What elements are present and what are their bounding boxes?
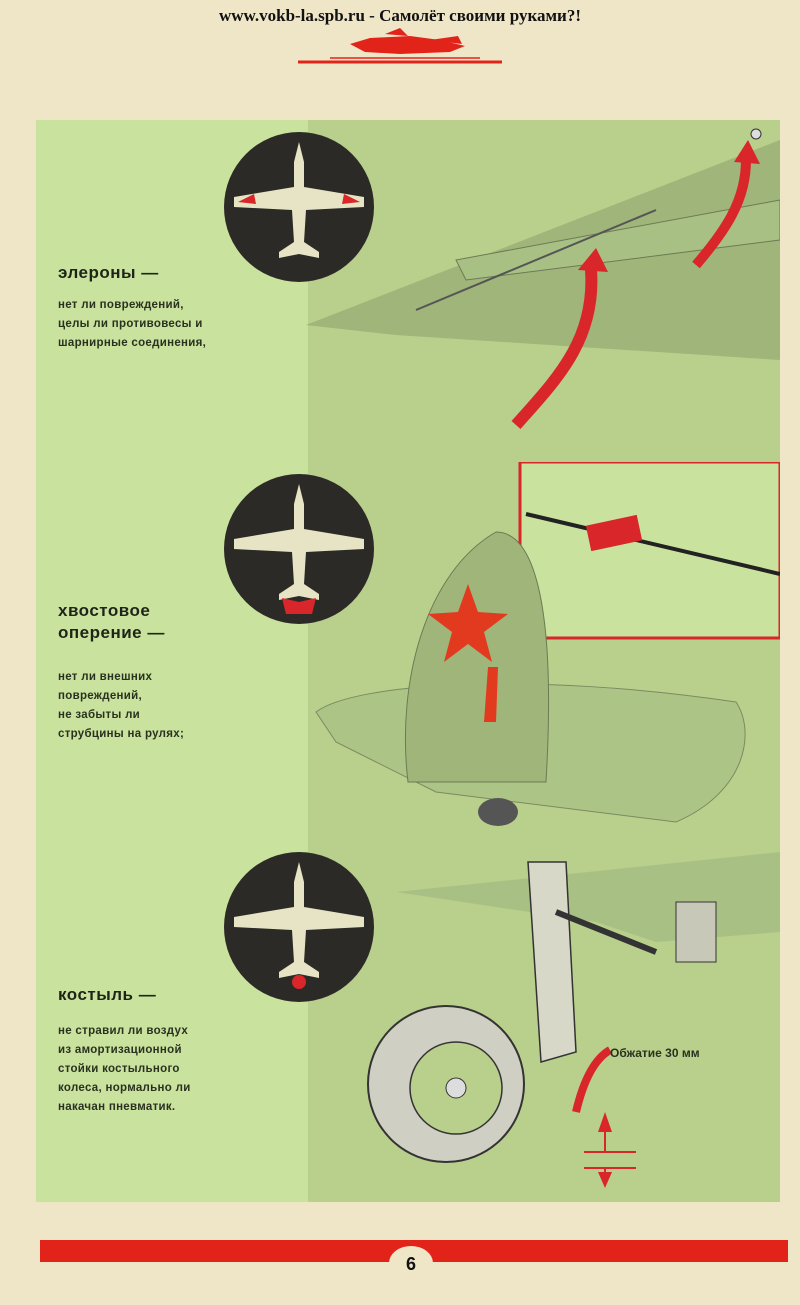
tailwheel-description: не стравил ли воздух из амортизационной … (58, 1025, 191, 1113)
compression-measure-label: Обжатие 30 мм (610, 1046, 700, 1060)
section-tail: хвостовое оперение — нет ли внешних повр… (36, 462, 780, 852)
aileron-plane-badge-icon (224, 132, 374, 282)
tailwheel-illustration (367, 852, 780, 1188)
tailwheel-plane-badge-icon (224, 852, 374, 1002)
site-title: www.vokb-la.spb.ru - Самолёт своими рука… (218, 6, 582, 25)
tail-description: нет ли внешних повреждений, не забыты ли… (58, 671, 185, 740)
section-ailerons: элероны — нет ли повреждений, целы ли пр… (36, 120, 780, 462)
ailerons-heading: элероны — (58, 263, 159, 282)
ailerons-description: нет ли повреждений, целы ли противовесы … (58, 299, 207, 349)
tail-illustration (315, 462, 780, 826)
page-number: 6 (405, 1254, 416, 1274)
tailwheel-heading: костыль — (58, 985, 157, 1004)
page-number-backdrop (389, 1246, 433, 1280)
tail-heading: хвостовое оперение — (58, 601, 165, 642)
section-tailwheel: костыль — не стравил ли воздух из аморти… (36, 852, 780, 1202)
aileron-illustration (306, 128, 780, 429)
airplane-logo-icon (298, 28, 502, 64)
tail-plane-badge-icon (224, 474, 374, 624)
